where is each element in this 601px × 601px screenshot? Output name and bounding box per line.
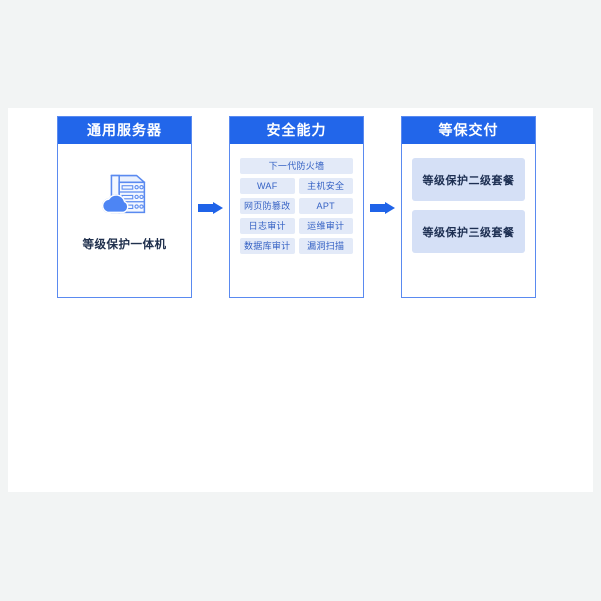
capability-tag-list: 下一代防火墙 WAF 主机安全 网页防篡改 APT 日志审计 运维审计 数据库审… bbox=[240, 158, 353, 254]
capability-tag[interactable]: 下一代防火墙 bbox=[240, 158, 353, 174]
arrow-shaft bbox=[370, 203, 386, 212]
panel-security-capability: 安全能力 下一代防火墙 WAF 主机安全 网页防篡改 APT 日志审计 运维审计… bbox=[229, 116, 364, 298]
general-server-caption: 等级保护一体机 bbox=[82, 239, 167, 251]
package-item[interactable]: 等级保护二级套餐 bbox=[412, 158, 525, 201]
capability-tag[interactable]: WAF bbox=[240, 178, 295, 194]
right-arrow-icon bbox=[370, 201, 395, 214]
panel-general-server-title: 通用服务器 bbox=[58, 117, 191, 144]
panel-general-server: 通用服务器 bbox=[57, 116, 192, 298]
package-item[interactable]: 等级保护三级套餐 bbox=[412, 210, 525, 253]
capability-tag[interactable]: 数据库审计 bbox=[240, 238, 295, 254]
capability-tag[interactable]: 漏洞扫描 bbox=[298, 238, 353, 254]
panel-compliance-delivery-body: 等级保护二级套餐 等级保护三级套餐 bbox=[402, 144, 535, 297]
arrow-security-to-delivery bbox=[364, 116, 401, 298]
architecture-diagram: 通用服务器 bbox=[57, 116, 537, 298]
capability-tag[interactable]: 日志审计 bbox=[240, 218, 295, 234]
capability-tag[interactable]: 主机安全 bbox=[298, 178, 353, 194]
right-arrow-icon bbox=[198, 201, 223, 214]
panel-compliance-delivery: 等保交付 等级保护二级套餐 等级保护三级套餐 bbox=[401, 116, 536, 298]
arrow-shaft bbox=[198, 203, 214, 212]
panel-security-capability-title: 安全能力 bbox=[230, 117, 363, 144]
capability-tag[interactable]: 网页防篡改 bbox=[240, 198, 295, 214]
capability-tag[interactable]: APT bbox=[298, 198, 353, 214]
capability-tag[interactable]: 运维审计 bbox=[298, 218, 353, 234]
package-list: 等级保护二级套餐 等级保护三级套餐 bbox=[412, 158, 525, 253]
cloud-server-icon bbox=[94, 162, 156, 224]
arrow-head bbox=[213, 201, 223, 214]
panel-general-server-body: 等级保护一体机 bbox=[58, 144, 191, 297]
arrow-server-to-security bbox=[192, 116, 229, 298]
panel-compliance-delivery-title: 等保交付 bbox=[402, 117, 535, 144]
arrow-head bbox=[385, 201, 395, 214]
panel-security-capability-body: 下一代防火墙 WAF 主机安全 网页防篡改 APT 日志审计 运维审计 数据库审… bbox=[230, 144, 363, 297]
